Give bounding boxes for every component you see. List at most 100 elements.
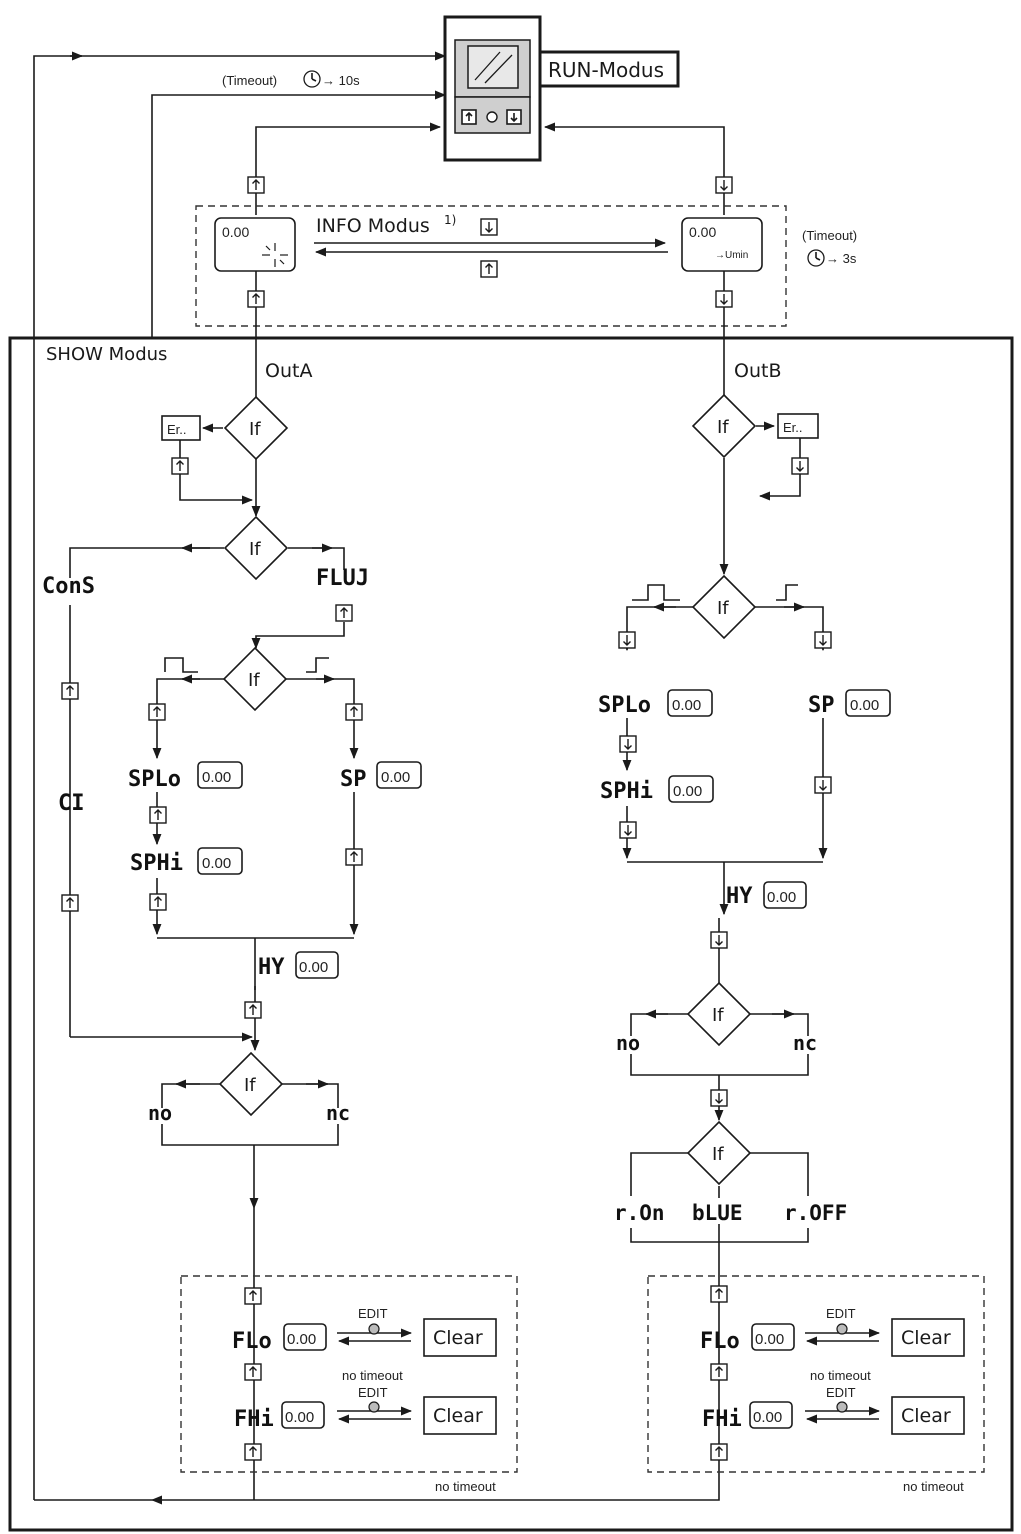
memory-frame-b — [647, 1275, 985, 1473]
info-clock-icon — [807, 249, 825, 267]
down-key-icon — [814, 776, 832, 794]
up-key-icon — [149, 893, 167, 911]
up-key-icon — [244, 1001, 262, 1019]
svg-text:0.00: 0.00 — [672, 697, 701, 714]
splo-label-a: SPLo — [128, 767, 181, 792]
svg-text:EDIT: EDIT — [358, 1385, 388, 1400]
down-key-icon — [715, 176, 733, 194]
up-key-icon — [244, 1443, 262, 1461]
svg-text:0.00: 0.00 — [753, 1409, 782, 1426]
info-timeout-value: → 3s — [826, 251, 857, 266]
if-diamond-b4: If — [686, 1120, 752, 1186]
svg-text:Clear: Clear — [901, 1327, 951, 1349]
roff-label: r.OFF — [784, 1201, 847, 1225]
nc-label-b: nc — [793, 1031, 817, 1055]
if-label: If — [244, 1075, 256, 1096]
down-key-icon — [791, 457, 809, 475]
if-label: If — [717, 598, 729, 619]
down-key-icon — [814, 631, 832, 649]
if-diamond-a3: If — [222, 646, 288, 712]
if-label: If — [249, 539, 261, 560]
hy-label-b: HY — [726, 884, 753, 909]
svg-text:0.00: 0.00 — [767, 889, 796, 906]
svg-text:Er..: Er.. — [167, 422, 187, 437]
down-key-icon — [480, 218, 498, 236]
out-a-label: OutA — [265, 360, 312, 382]
up-key-icon — [61, 894, 79, 912]
svg-text:0.00: 0.00 — [202, 769, 231, 786]
hysteresis-signal-icon-a — [306, 657, 329, 673]
down-key-icon — [715, 290, 733, 308]
if-label: If — [712, 1144, 724, 1165]
info-unit-label: →Umin — [715, 250, 748, 261]
up-key-icon — [247, 290, 265, 308]
fhi-label-a: FHi — [234, 1407, 274, 1432]
svg-text:Clear: Clear — [901, 1405, 951, 1427]
run-down-key-icon — [506, 109, 522, 125]
if-diamond-b2: If — [691, 574, 757, 640]
if-label: If — [248, 670, 260, 691]
flo-label-b: FLo — [700, 1329, 740, 1354]
up-key-icon — [345, 848, 363, 866]
clear-button-fhi-b[interactable] — [891, 1396, 965, 1435]
svg-text:EDIT: EDIT — [826, 1306, 856, 1321]
if-label: If — [249, 419, 261, 440]
info-mode-title: INFO Modus — [316, 215, 430, 237]
if-diamond-a2: If — [223, 515, 289, 581]
up-key-icon — [480, 260, 498, 278]
clear-button-flo-a[interactable] — [423, 1318, 497, 1357]
show-mode-title: SHOW Modus — [46, 344, 167, 365]
fhi-label-b: FHi — [702, 1407, 742, 1432]
up-key-icon — [335, 604, 353, 622]
svg-text:no timeout: no timeout — [435, 1479, 496, 1494]
svg-text:0.00: 0.00 — [689, 224, 716, 240]
clear-button-flo-b[interactable] — [891, 1318, 965, 1357]
svg-text:Er..: Er.. — [783, 420, 803, 435]
if-diamond-b3: If — [686, 981, 752, 1047]
run-timeout-label: (Timeout) — [222, 73, 277, 88]
no-label-a: no — [148, 1101, 172, 1125]
out-b-label: OutB — [734, 360, 781, 382]
info-display-left: 0.00 — [214, 217, 296, 272]
if-label: If — [712, 1005, 724, 1026]
down-key-icon — [618, 631, 636, 649]
hy-label-a: HY — [258, 955, 285, 980]
ci-label: CI — [58, 791, 85, 816]
up-key-icon — [247, 176, 265, 194]
up-key-icon — [345, 703, 363, 721]
info-mode-frame — [195, 205, 787, 327]
return-line-outer — [33, 51, 447, 1500]
run-up-key-icon — [461, 109, 477, 125]
error-box-a — [161, 415, 201, 441]
splo-label-b: SPLo — [598, 693, 651, 718]
svg-text:0.00: 0.00 — [222, 224, 249, 240]
window-signal-icon-b — [632, 584, 680, 601]
svg-text:no timeout: no timeout — [810, 1368, 871, 1383]
svg-text:0.00: 0.00 — [673, 783, 702, 800]
run-mode-block: RUN-Modus — [443, 15, 680, 162]
up-key-icon — [710, 1285, 728, 1303]
svg-text:no timeout: no timeout — [903, 1479, 964, 1494]
svg-text:no timeout: no timeout — [342, 1368, 403, 1383]
nc-label-a: nc — [326, 1101, 350, 1125]
up-key-icon — [710, 1443, 728, 1461]
show-mode-frame — [8, 336, 1014, 1532]
svg-text:0.00: 0.00 — [287, 1331, 316, 1348]
clear-button-fhi-a[interactable] — [423, 1396, 497, 1435]
svg-text:0.00: 0.00 — [299, 959, 328, 976]
run-ok-key-icon — [486, 111, 498, 123]
sp-label-b: SP — [808, 693, 835, 718]
hysteresis-signal-icon-b — [776, 584, 798, 601]
down-key-icon — [619, 821, 637, 839]
run-timeout-value: → 10s — [322, 73, 360, 88]
down-key-icon — [710, 1089, 728, 1107]
window-signal-icon-a — [164, 657, 198, 673]
up-key-icon — [710, 1363, 728, 1381]
svg-text:EDIT: EDIT — [358, 1306, 388, 1321]
if-label: If — [717, 417, 729, 438]
memory-frame-a — [180, 1275, 518, 1473]
svg-text:Clear: Clear — [433, 1405, 483, 1427]
flow-label: FLUJ — [316, 566, 369, 591]
svg-text:0.00: 0.00 — [850, 697, 879, 714]
